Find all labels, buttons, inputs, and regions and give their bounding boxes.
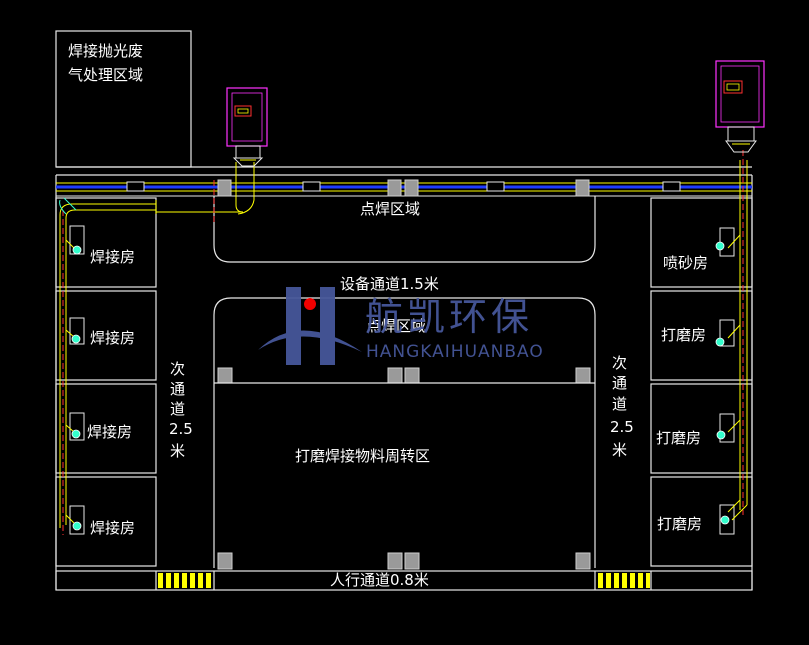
right-rooms xyxy=(650,197,753,567)
main-duct xyxy=(56,181,752,197)
spot-welding-top-label: 点焊区域 xyxy=(360,200,420,218)
left-dust-collector xyxy=(226,87,268,167)
svg-text:2.5: 2.5 xyxy=(610,418,634,436)
logo-red-dot xyxy=(304,298,316,310)
spot-welding-area-top xyxy=(213,196,596,263)
columns xyxy=(217,179,591,570)
svg-text:通: 通 xyxy=(170,380,185,398)
logo-chinese-text: 航凯环保 xyxy=(365,295,533,339)
material-turnover-label: 打磨焊接物料周转区 xyxy=(295,447,430,465)
letter-h-logo-icon xyxy=(258,287,362,365)
right-room-inner-boxes xyxy=(719,227,735,535)
svg-text:道: 道 xyxy=(612,395,627,413)
spot-welding-mid-label: 点焊区域 xyxy=(366,317,426,335)
left-room-1-label: 焊接房 xyxy=(90,248,135,266)
right-branch-duct xyxy=(727,150,748,521)
svg-text:次: 次 xyxy=(612,354,627,372)
svg-text:通: 通 xyxy=(612,374,627,392)
logo-english-text: HANGKAIHUANBAO xyxy=(366,342,544,362)
left-rooms xyxy=(55,197,157,567)
pedestrian-aisle xyxy=(55,570,753,591)
left-outlet-icon xyxy=(72,245,82,255)
right-aisle-label: 次 通 道 2.5 米 xyxy=(610,354,634,459)
left-outlet-icon xyxy=(71,429,81,439)
left-hatch-crossing xyxy=(158,573,211,588)
material-turnover-area xyxy=(213,297,596,568)
right-room-2-label: 打磨房 xyxy=(661,326,706,344)
svg-text:2.5: 2.5 xyxy=(169,420,193,438)
waste-gas-area-label-line2: 气处理区域 xyxy=(68,66,143,84)
left-room-3-label: 焊接房 xyxy=(87,423,132,441)
outer-walls xyxy=(55,166,753,590)
equipment-aisle-label: 设备通道1.5米 xyxy=(340,275,439,293)
svg-text:道: 道 xyxy=(170,400,185,418)
svg-text:米: 米 xyxy=(170,442,185,460)
svg-text:米: 米 xyxy=(612,441,627,459)
company-logo: 航凯环保 HANGKAIHUANBAO xyxy=(258,287,544,365)
left-outlet-icon xyxy=(71,334,81,344)
left-room-4-label: 焊接房 xyxy=(90,519,135,537)
right-room-1-label: 喷砂房 xyxy=(663,254,708,272)
right-outlet-icon xyxy=(720,515,730,525)
right-dust-collector xyxy=(715,60,765,153)
left-outlet-icon xyxy=(72,521,82,531)
right-outlets xyxy=(715,241,730,525)
left-room-inner-boxes xyxy=(69,225,85,535)
waste-gas-area-label-line1: 焊接抛光废 xyxy=(68,42,143,60)
right-outlet-icon xyxy=(715,337,725,347)
left-room-2-label: 焊接房 xyxy=(90,329,135,347)
pedestrian-aisle-label: 人行通道0.8米 xyxy=(330,571,429,589)
left-aisle-label: 次 通 道 2.5 米 xyxy=(169,360,193,460)
right-hatch-crossing xyxy=(598,573,650,588)
left-outlets xyxy=(71,245,82,531)
right-outlet-icon xyxy=(715,241,725,251)
svg-text:次: 次 xyxy=(170,360,185,378)
right-outlet-icon xyxy=(716,430,726,440)
center-branch-duct xyxy=(156,162,255,225)
right-room-3-label: 打磨房 xyxy=(656,429,701,447)
right-room-4-label: 打磨房 xyxy=(657,515,702,533)
